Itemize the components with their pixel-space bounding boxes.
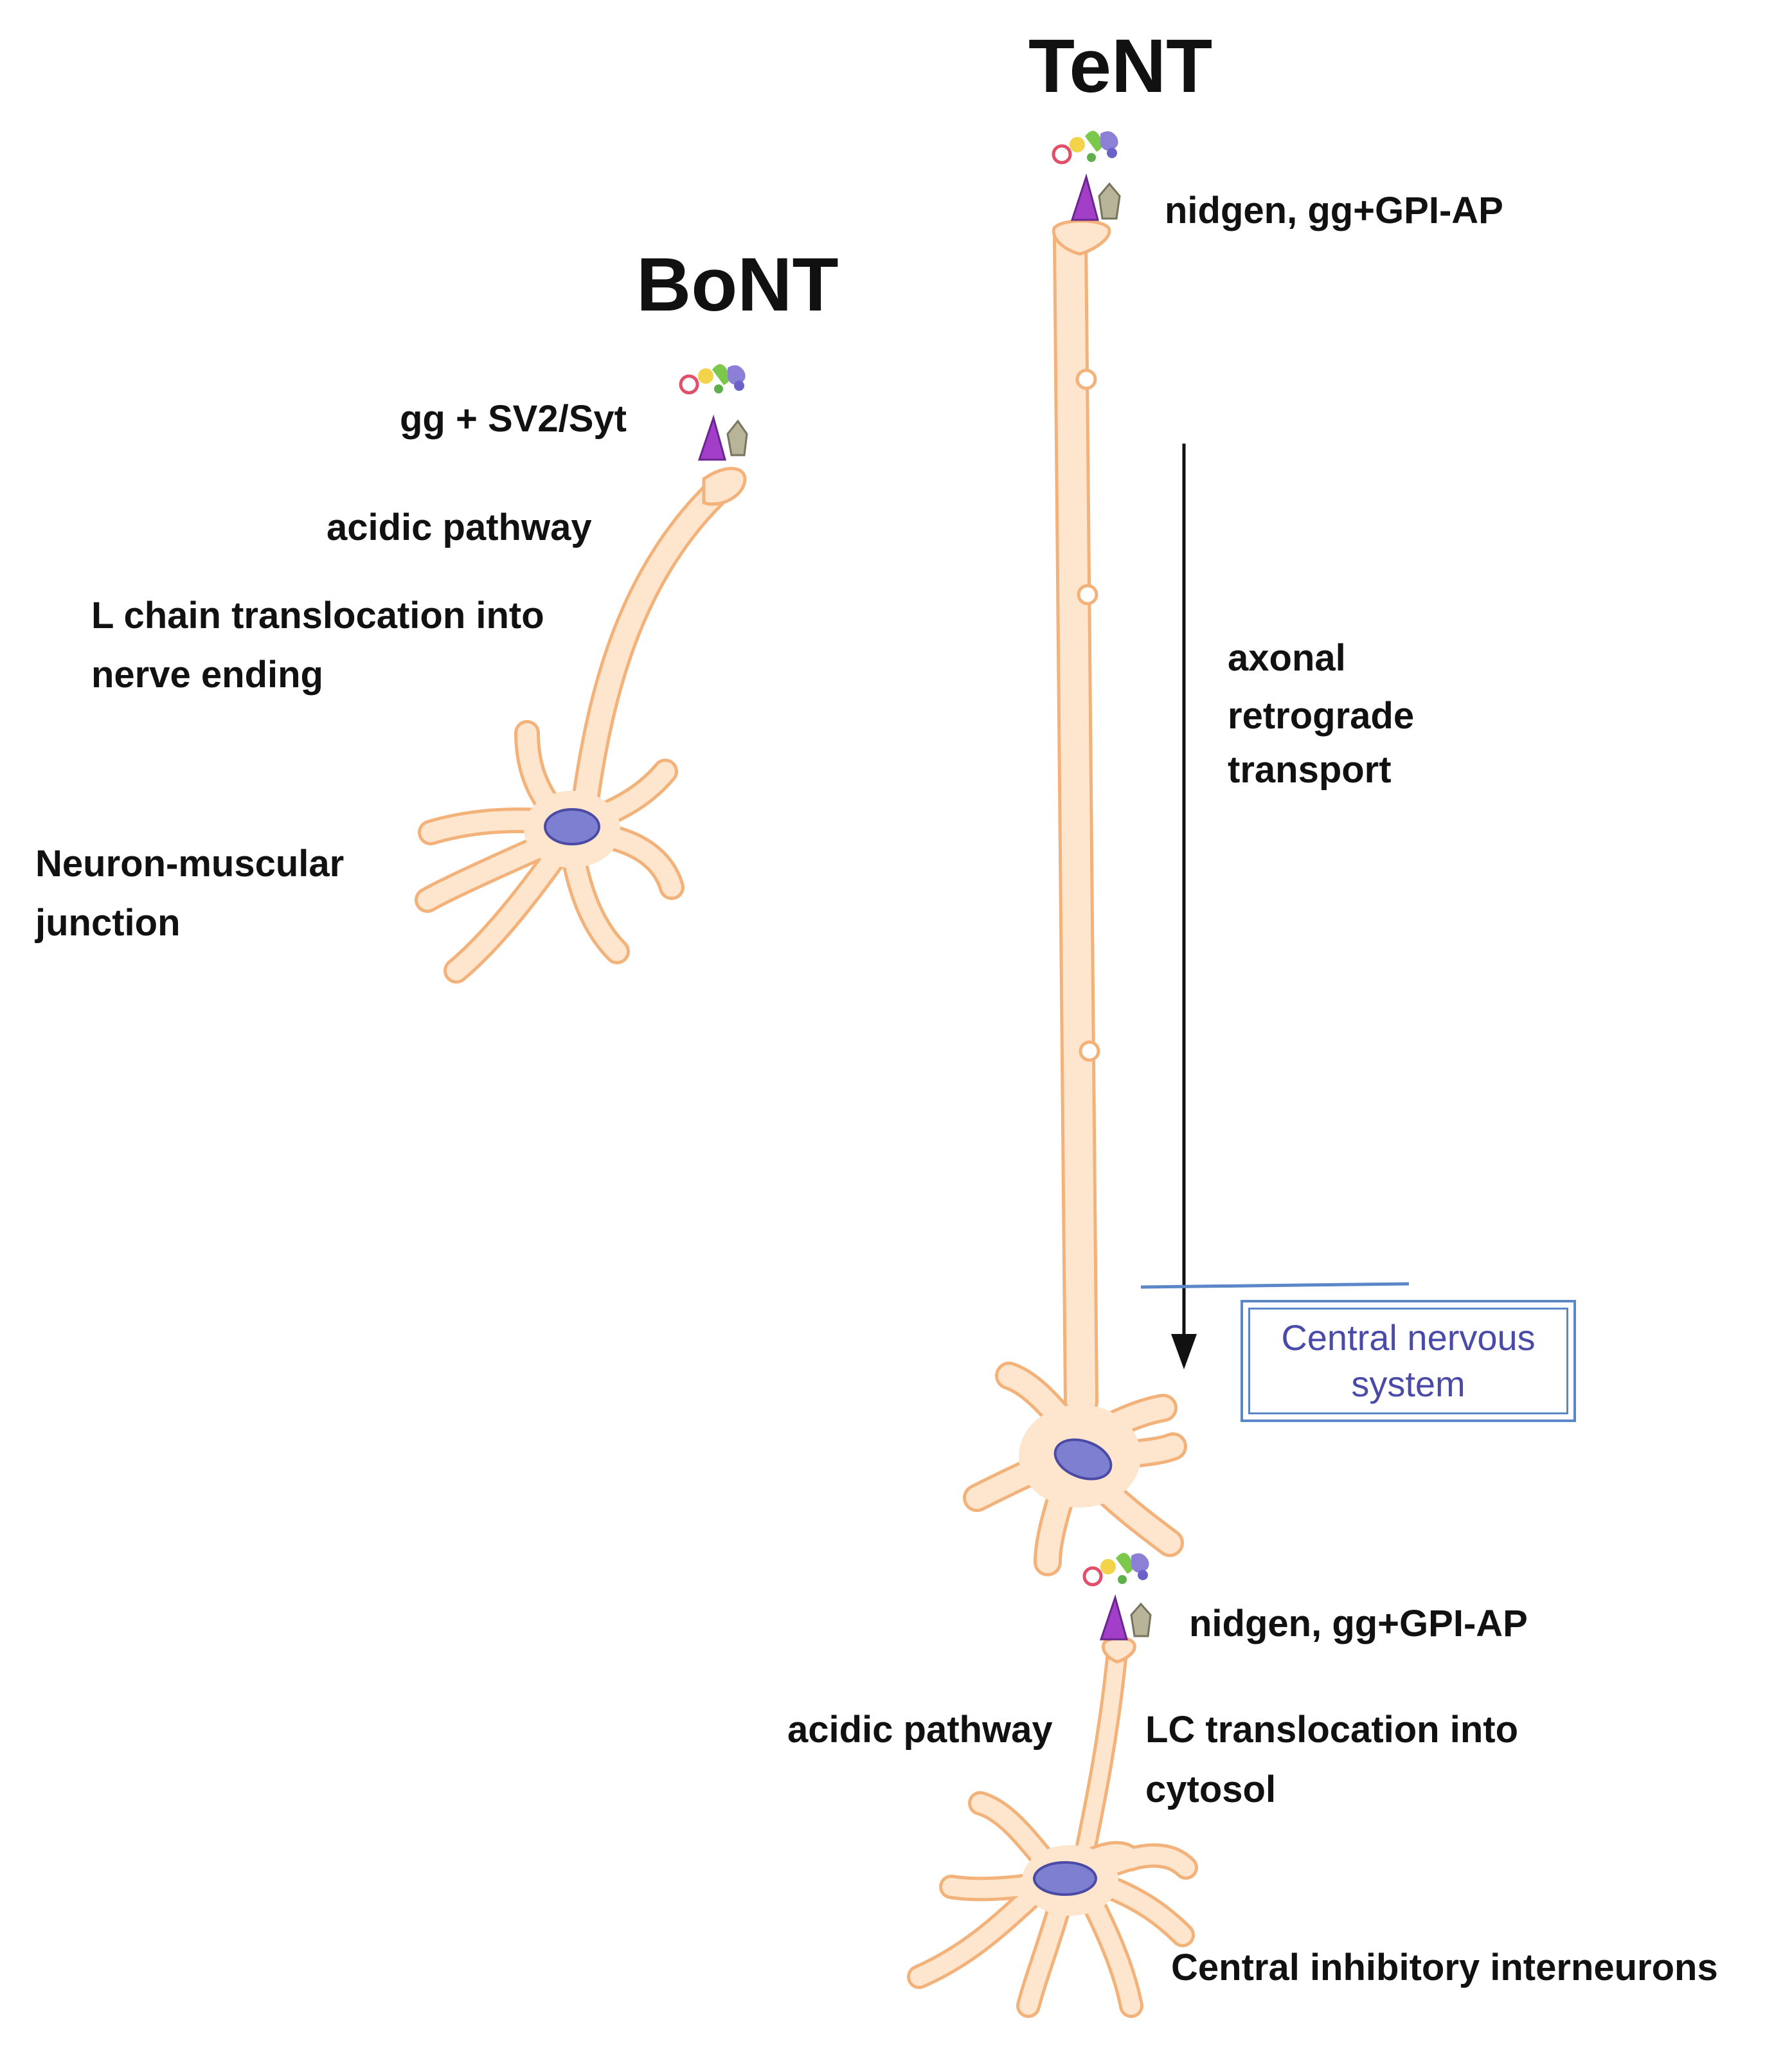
tent-receptor-label-bottom: nidgen, gg+GPI-AP	[1189, 1603, 1528, 1644]
tent-receptor-label-top: nidgen, gg+GPI-AP	[1165, 190, 1503, 231]
tent-neuron	[963, 131, 1187, 1576]
retrograde-arrow	[1171, 444, 1197, 1369]
bont-neuron	[415, 364, 748, 984]
bont-receptor-pentagon	[726, 419, 748, 456]
cns-label-1: Central nervous	[1281, 1317, 1536, 1358]
bont-receptor-label: gg + SV2/Syt	[400, 398, 627, 440]
nmj-label-2: junction	[35, 902, 181, 944]
interneuron-nucleus	[1033, 1861, 1097, 1896]
cns-boundary-line	[1140, 1282, 1410, 1289]
bont-receptor-triangle	[697, 414, 726, 461]
tent-vesicle	[1079, 1040, 1100, 1062]
interneuron	[907, 1553, 1198, 2018]
bont-nucleus	[544, 808, 600, 845]
tent-vesicle	[1075, 368, 1097, 390]
tent-receptor-pentagon	[1098, 182, 1121, 220]
interneuron-receptor-triangle	[1099, 1594, 1128, 1641]
interneuron-receptor-pentagon	[1130, 1602, 1152, 1637]
lc-translocation-label-1: LC translocation into	[1145, 1709, 1518, 1751]
transport-label-2: retrograde	[1228, 695, 1415, 737]
nmj-label-1: Neuron-muscular	[35, 843, 345, 885]
tent-toxin-icon	[1052, 131, 1118, 165]
bont-translocation-label-1: L chain translocation into	[91, 595, 544, 636]
bont-title: BoNT	[636, 242, 839, 327]
bont-toxin-icon	[679, 364, 746, 395]
tent-vesicle	[1077, 584, 1098, 606]
bont-translocation-label-2: nerve ending	[91, 654, 323, 696]
interneurons-label: Central inhibitory interneurons	[1171, 1947, 1718, 1988]
tent-acidic-label: acidic pathway	[787, 1709, 1053, 1751]
cns-label-2: system	[1351, 1364, 1465, 1404]
lc-translocation-label-2: cytosol	[1145, 1769, 1277, 1810]
tent-receptor-triangle	[1070, 173, 1099, 221]
interneuron-toxin-icon	[1082, 1553, 1149, 1587]
transport-label-1: axonal	[1228, 637, 1346, 679]
transport-label-3: transport	[1228, 749, 1392, 791]
bont-acidic-label: acidic pathway	[327, 507, 592, 548]
cns-box: Central nervous system	[1241, 1300, 1576, 1422]
tent-nucleus	[1053, 1438, 1113, 1481]
tent-title: TeNT	[1028, 24, 1213, 109]
